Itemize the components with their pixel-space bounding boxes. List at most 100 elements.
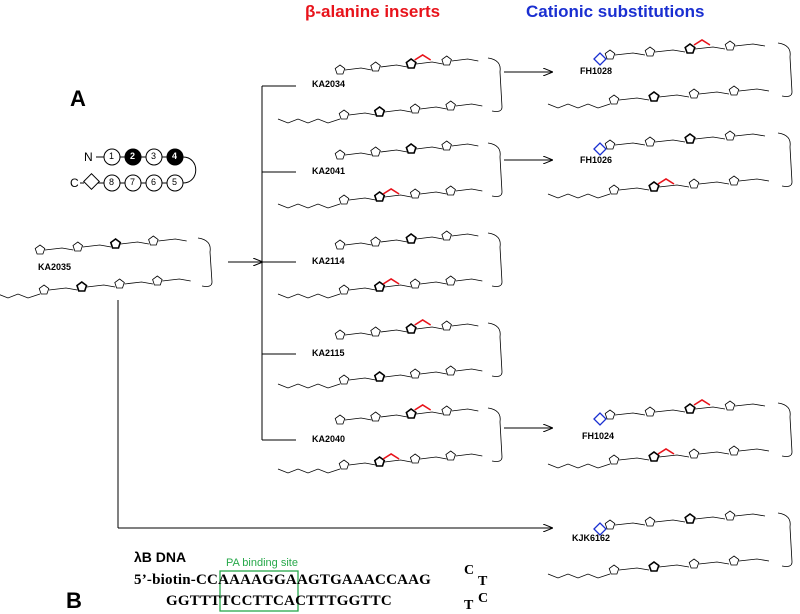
amide-bottom [698, 181, 730, 185]
amide-top [614, 412, 646, 416]
turn-linker [197, 237, 213, 287]
ring-top [405, 408, 417, 419]
ring-top [604, 139, 616, 150]
amide-top [451, 323, 479, 327]
ring-top [604, 49, 616, 60]
ring-bottom [409, 368, 421, 379]
header-cationic: Cationic substitutions [526, 2, 705, 21]
amide-bottom [618, 457, 650, 461]
beta-alanine-top [414, 404, 432, 411]
amide-top [694, 406, 726, 410]
ring-bottom [445, 100, 456, 111]
ring-top [370, 236, 381, 247]
ring-bottom [409, 103, 421, 114]
amide-top [344, 152, 372, 156]
diamond-linker [83, 173, 100, 190]
amide-top [734, 403, 766, 407]
ring-top [334, 414, 346, 425]
turn-linker [777, 512, 793, 567]
ring-bottom [76, 281, 88, 292]
cationic-group [593, 142, 607, 156]
compound-fh1024: FH1024 [582, 431, 615, 441]
ring-5-label: 5 [172, 177, 178, 187]
ring-bottom [728, 175, 740, 186]
ring-top [405, 58, 417, 69]
turn-linker [487, 232, 503, 287]
amide-bottom [738, 558, 770, 562]
amide-bottom [48, 287, 78, 291]
compound-fh1028: FH1028 [580, 66, 613, 76]
amide-top [82, 244, 112, 248]
amide-bottom [348, 377, 376, 381]
amide-top [344, 332, 372, 336]
ring-top [604, 519, 616, 530]
compound-fh1026: FH1026 [580, 155, 613, 165]
ring-6-label: 6 [151, 177, 157, 187]
amide-bottom [658, 94, 690, 98]
amide-top [380, 149, 408, 153]
amide-top [120, 241, 149, 245]
tail-chain [547, 103, 611, 109]
ring-top [370, 146, 381, 157]
ring-top [405, 143, 417, 154]
amide-bottom [698, 451, 730, 455]
cationic-group [593, 412, 607, 426]
ring-bottom [373, 456, 386, 467]
hairpin-base-3: T [464, 598, 474, 613]
ring-top [724, 40, 736, 51]
tail-chain [277, 468, 341, 474]
amide-bottom [738, 448, 770, 452]
ring-top [109, 238, 122, 249]
ring-bottom [728, 85, 740, 96]
ring-bottom [608, 564, 620, 575]
amide-top [614, 52, 646, 56]
ring-top [148, 235, 159, 246]
amide-bottom [86, 284, 116, 288]
beta-alanine-bottom [657, 178, 675, 185]
amide-bottom [455, 453, 483, 457]
amide-top [451, 233, 479, 237]
amide-top [451, 408, 479, 412]
tail-chain [277, 383, 341, 389]
ring-2-label: 2 [130, 151, 136, 161]
hairpin-schematic [80, 148, 197, 192]
ring-bottom [688, 558, 700, 569]
amide-bottom [384, 194, 412, 198]
amide-top [44, 247, 74, 251]
beta-alanine-top [414, 319, 432, 326]
ring-top [370, 326, 381, 337]
ring-top [441, 320, 452, 331]
beta-alanine-bottom [382, 188, 400, 195]
amide-bottom [658, 184, 690, 188]
ring-top [370, 411, 381, 422]
amide-top [451, 143, 479, 147]
binding-site-box [219, 570, 299, 612]
turn-linker [487, 57, 503, 112]
amide-bottom [618, 567, 650, 571]
turn-linker [487, 142, 503, 197]
turn-linker [777, 42, 793, 97]
amide-top [734, 133, 766, 137]
ring-bottom [445, 365, 456, 376]
panel-a-label: A [70, 86, 86, 111]
amide-top [654, 519, 686, 523]
amide-bottom [348, 197, 376, 201]
amide-bottom [698, 91, 730, 95]
compound-ka2041: KA2041 [312, 166, 346, 176]
amide-top [416, 326, 443, 330]
ring-top [644, 406, 656, 417]
ring-top [334, 239, 346, 250]
amide-bottom [124, 281, 153, 285]
compound-ka2115: KA2115 [312, 348, 345, 358]
beta-alanine-bottom [382, 278, 400, 285]
tail-chain [547, 573, 611, 579]
turn-linker [777, 402, 793, 457]
panel-b-label: B [66, 588, 82, 613]
ring-1-label: 1 [109, 151, 115, 161]
ring-top [441, 140, 452, 151]
ring-top [604, 409, 616, 420]
ring-bottom [338, 194, 350, 205]
compound-ka2114: KA2114 [312, 256, 345, 266]
amide-top [380, 239, 408, 243]
